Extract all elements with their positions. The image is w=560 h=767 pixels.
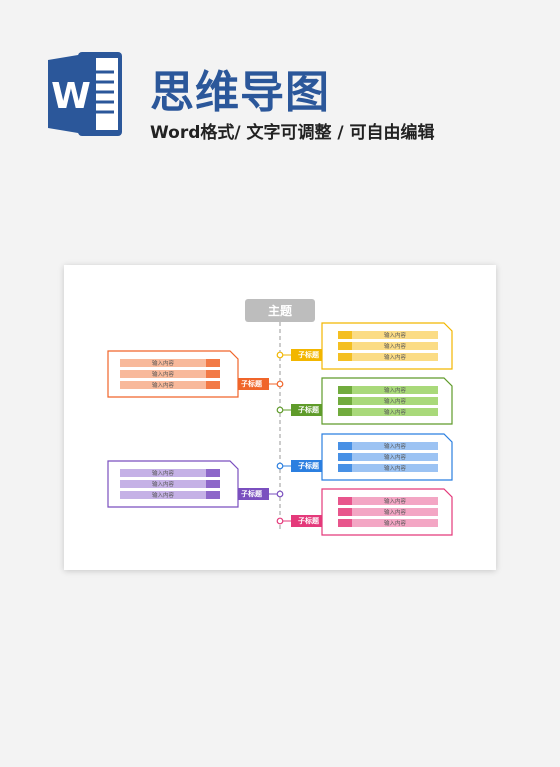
content-bar xyxy=(120,469,220,477)
content-text[interactable]: 输入内容 xyxy=(151,471,174,477)
content-bar-tab xyxy=(338,464,352,472)
content-text[interactable]: 输入内容 xyxy=(151,361,174,367)
subtitle-label[interactable]: 子标题 xyxy=(298,406,319,414)
subtitle-arrow xyxy=(291,457,331,475)
content-bar-tab xyxy=(338,508,352,516)
content-bar xyxy=(338,331,438,339)
content-bar xyxy=(120,359,220,367)
content-text[interactable]: 输入内容 xyxy=(151,383,174,389)
content-text[interactable]: 输入内容 xyxy=(383,521,406,527)
content-text[interactable]: 输入内容 xyxy=(383,444,406,450)
subtitle-label[interactable]: 子标题 xyxy=(298,517,319,525)
content-text[interactable]: 输入内容 xyxy=(383,333,406,339)
content-text[interactable]: 输入内容 xyxy=(383,355,406,361)
content-bar xyxy=(120,480,220,488)
content-bar-tab xyxy=(338,342,352,350)
content-text[interactable]: 输入内容 xyxy=(383,455,406,461)
content-bar xyxy=(338,453,438,461)
content-bar-tab xyxy=(338,408,352,416)
content-bar xyxy=(338,442,438,450)
spine-node xyxy=(276,380,284,388)
main-topic[interactable]: 主题 xyxy=(245,299,315,322)
subtitle-arrow xyxy=(291,512,331,530)
page-title: 思维导图 xyxy=(150,67,330,118)
content-bar-tab xyxy=(338,442,352,450)
content-bar-tab xyxy=(206,491,220,499)
content-bar xyxy=(338,497,438,505)
content-bar-tab xyxy=(338,353,352,361)
subtitle-arrow xyxy=(291,346,331,364)
content-bar-tab xyxy=(206,381,220,389)
content-bar xyxy=(338,386,438,394)
content-bar-tab xyxy=(206,359,220,367)
content-bar xyxy=(338,342,438,350)
logo-letter: W xyxy=(51,76,91,117)
content-bar xyxy=(338,408,438,416)
content-bar-tab xyxy=(206,480,220,488)
content-bar xyxy=(338,397,438,405)
content-bar xyxy=(338,508,438,516)
content-bar xyxy=(338,464,438,472)
subtitle-label[interactable]: 子标题 xyxy=(241,490,262,498)
subtitle-label[interactable]: 子标题 xyxy=(298,462,319,470)
content-bar-tab xyxy=(206,469,220,477)
subtitle-label[interactable]: 子标题 xyxy=(298,351,319,359)
spine-node xyxy=(276,351,284,359)
subtitle-arrow xyxy=(229,485,269,503)
content-bar xyxy=(338,353,438,361)
content-text[interactable]: 输入内容 xyxy=(151,372,174,378)
subtitle-arrow xyxy=(291,401,331,419)
content-bar-tab xyxy=(338,497,352,505)
spine-node xyxy=(276,406,284,414)
content-bar xyxy=(120,491,220,499)
content-bar-tab xyxy=(206,370,220,378)
header: W 思维导图 Word格式/ 文字可调整 / 可自由编辑 xyxy=(0,0,560,160)
content-bar-tab xyxy=(338,397,352,405)
content-bar xyxy=(120,370,220,378)
spine-node xyxy=(276,517,284,525)
content-bar xyxy=(120,381,220,389)
content-bar xyxy=(338,519,438,527)
content-text[interactable]: 输入内容 xyxy=(383,499,406,505)
page-subtitle: Word格式/ 文字可调整 / 可自由编辑 xyxy=(150,123,435,143)
mindmap-card: 主题 子标题输入内容输入内容输入内容子标题输入内容输入内容输入内容子标题输入内容… xyxy=(64,265,496,570)
content-text[interactable]: 输入内容 xyxy=(383,466,406,472)
content-bar-tab xyxy=(338,331,352,339)
content-text[interactable]: 输入内容 xyxy=(383,399,406,405)
content-bar-tab xyxy=(338,453,352,461)
word-icon: W xyxy=(48,52,122,136)
content-text[interactable]: 输入内容 xyxy=(151,482,174,488)
content-text[interactable]: 输入内容 xyxy=(383,344,406,350)
content-text[interactable]: 输入内容 xyxy=(383,410,406,416)
subtitle-label[interactable]: 子标题 xyxy=(241,380,262,388)
spine-node xyxy=(276,462,284,470)
mindmap-connectors xyxy=(107,322,453,536)
content-bar-tab xyxy=(338,519,352,527)
content-text[interactable]: 输入内容 xyxy=(151,493,174,499)
content-text[interactable]: 输入内容 xyxy=(383,388,406,394)
spine-node xyxy=(276,490,284,498)
content-bar-tab xyxy=(338,386,352,394)
subtitle-arrow xyxy=(229,375,269,393)
content-text[interactable]: 输入内容 xyxy=(383,510,406,516)
